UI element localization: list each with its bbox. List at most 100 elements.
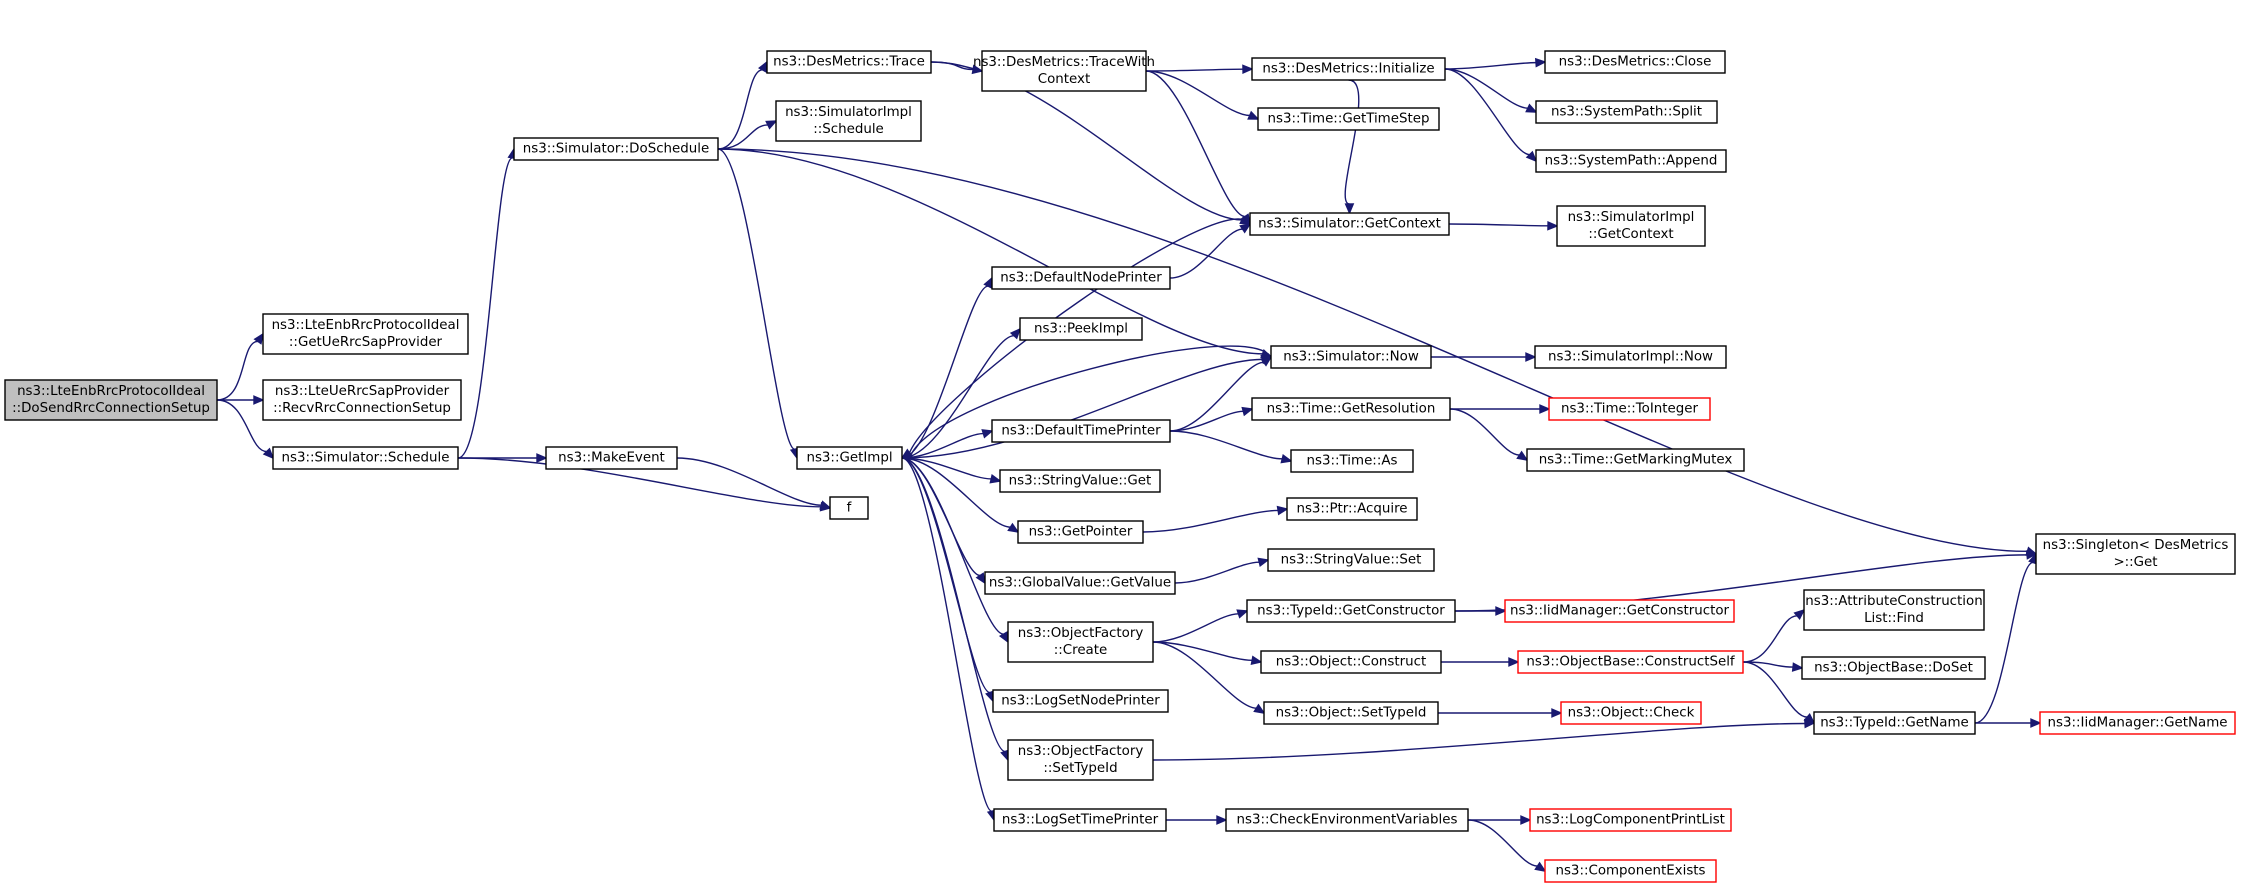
node-iidgetctor[interactable]: ns3::IidManager::GetConstructor: [1504, 599, 1735, 623]
node-ofsettypeid[interactable]: ns3::ObjectFactory::SetTypeId: [1007, 739, 1154, 781]
node-objconstruct[interactable]: ns3::Object::Construct: [1260, 650, 1442, 674]
node-doschedule[interactable]: ns3::Simulator::DoSchedule: [513, 137, 719, 161]
edge-simnow-to-getimpl: [900, 345, 1272, 461]
node-f[interactable]: f: [829, 496, 869, 520]
edge-getimpl-to-defaultnode: [901, 276, 993, 459]
node-box: [1267, 548, 1435, 572]
node-logsetnode[interactable]: ns3::LogSetNodePrinter: [992, 689, 1169, 713]
node-label: ns3::Object::SetTypeId: [1276, 706, 1427, 721]
node-label: ns3::Time::GetMarkingMutex: [1539, 453, 1733, 468]
node-doset[interactable]: ns3::ObjectBase::DoSet: [1801, 656, 1986, 680]
node-implnow[interactable]: ns3::SimulatorImpl::Now: [1534, 345, 1727, 369]
node-trace[interactable]: ns3::DesMetrics::Trace: [766, 50, 932, 74]
node-box: [1019, 317, 1143, 341]
node-label: ns3::Singleton< DesMetrics: [2043, 538, 2229, 553]
node-getres[interactable]: ns3::Time::GetResolution: [1251, 397, 1451, 421]
node-label: ns3::Object::Construct: [1276, 655, 1427, 670]
node-implgetcontext[interactable]: ns3::SimulatorImpl::GetContext: [1556, 205, 1706, 247]
node-checkenv[interactable]: ns3::CheckEnvironmentVariables: [1225, 808, 1469, 832]
node-singletonget[interactable]: ns3::Singleton< DesMetrics >::Get: [2035, 533, 2236, 575]
node-label: ns3::LteUeRrcSapProvider: [275, 384, 450, 399]
node-typeidgetctor[interactable]: ns3::TypeId::GetConstructor: [1246, 599, 1456, 623]
node-append[interactable]: ns3::SystemPath::Append: [1535, 149, 1727, 173]
node-compexists[interactable]: ns3::ComponentExists: [1544, 859, 1717, 883]
edge-arrowhead: [819, 500, 832, 510]
edge-doschedule-to-simnow: [717, 148, 1273, 359]
edge-getimpl-to-strget: [901, 457, 1002, 484]
node-initialize[interactable]: ns3::DesMetrics::Initialize: [1251, 57, 1446, 81]
node-defaulttime[interactable]: ns3::DefaultTimePrinter: [991, 419, 1171, 443]
edge-arrowhead: [900, 450, 913, 461]
node-getpointer[interactable]: ns3::GetPointer: [1017, 520, 1144, 544]
edge-line: [457, 457, 822, 508]
edge-arrowhead: [253, 332, 265, 345]
node-ofcreate[interactable]: ns3::ObjectFactory::Create: [1007, 621, 1154, 663]
node-box: [766, 50, 932, 74]
node-label: ns3::DesMetrics::Close: [1559, 55, 1712, 70]
edge-line: [901, 457, 991, 694]
node-simnow[interactable]: ns3::Simulator::Now: [1270, 345, 1432, 369]
node-makeevent[interactable]: ns3::MakeEvent: [545, 446, 678, 470]
node-strset[interactable]: ns3::StringValue::Set: [1267, 548, 1435, 572]
node-label: ns3::MakeEvent: [558, 451, 665, 466]
node-box: [1560, 701, 1702, 725]
node-label: ns3::LogSetTimePrinter: [1002, 813, 1159, 828]
node-label: ::RecvRrcConnectionSetup: [273, 401, 451, 416]
node-label: ns3::ObjectBase::ConstructSelf: [1526, 655, 1735, 670]
node-getcontext[interactable]: ns3::Simulator::GetContext: [1249, 212, 1450, 236]
node-box: [991, 419, 1171, 443]
node-defaultnode[interactable]: ns3::DefaultNodePrinter: [991, 266, 1171, 290]
node-markingmutex[interactable]: ns3::Time::GetMarkingMutex: [1526, 448, 1745, 472]
edge-arrowhead: [989, 474, 1002, 484]
node-getimpl[interactable]: ns3::GetImpl: [796, 446, 903, 470]
edge-line: [1444, 68, 1530, 156]
node-simschedule[interactable]: ns3::Simulator::Schedule: [272, 446, 459, 470]
node-box: [262, 379, 462, 421]
edge-arrowhead: [1260, 355, 1273, 367]
node-logsettime[interactable]: ns3::LogSetTimePrinter: [993, 808, 1167, 832]
edge-defaulttime-to-timeas: [1169, 430, 1293, 464]
edge-line: [676, 457, 822, 506]
edge-line: [717, 148, 796, 450]
node-box: [1270, 345, 1432, 369]
node-ptracquire[interactable]: ns3::Ptr::Acquire: [1286, 497, 1418, 521]
node-constructself[interactable]: ns3::ObjectBase::ConstructSelf: [1517, 650, 1744, 674]
node-iidgetname[interactable]: ns3::IidManager::GetName: [2039, 711, 2236, 735]
edge-line: [717, 148, 1263, 355]
node-label: ns3::SimulatorImpl: [1568, 210, 1695, 225]
edge-typeidgetname-to-singletonget: [1974, 552, 2038, 724]
node-root[interactable]: ns3::LteEnbRrcProtocolIdeal::DoSendRrcCo…: [4, 379, 218, 421]
node-label: ns3::Time::GetResolution: [1267, 402, 1436, 417]
edge-line: [1742, 661, 1794, 668]
node-box: [1534, 345, 1727, 369]
edge-arrowhead: [1253, 703, 1266, 714]
node-objsettypeid[interactable]: ns3::Object::SetTypeId: [1263, 701, 1439, 725]
node-typeidgetname[interactable]: ns3::TypeId::GetName: [1813, 711, 1976, 735]
node-close[interactable]: ns3::DesMetrics::Close: [1544, 50, 1726, 74]
node-box: [2035, 533, 2236, 575]
node-label: ns3::ObjectBase::DoSet: [1814, 661, 1973, 676]
node-getuerrc[interactable]: ns3::LteEnbRrcProtocolIdeal::GetUeRrcSap…: [262, 313, 469, 355]
node-globalgetvalue[interactable]: ns3::GlobalValue::GetValue: [984, 571, 1176, 595]
node-timeas[interactable]: ns3::Time::As: [1290, 449, 1414, 473]
edge-makeevent-to-f: [676, 457, 832, 510]
node-peekimpl[interactable]: ns3::PeekImpl: [1019, 317, 1143, 341]
node-logcompprint[interactable]: ns3::LogComponentPrintList: [1529, 808, 1732, 832]
node-box: [1801, 656, 1986, 680]
node-split[interactable]: ns3::SystemPath::Split: [1535, 100, 1718, 124]
node-box: [1529, 808, 1732, 832]
edge-ofcreate-to-objconstruct: [1152, 641, 1263, 666]
node-label: ns3::SystemPath::Split: [1551, 105, 1702, 120]
node-strget[interactable]: ns3::StringValue::Get: [999, 469, 1161, 493]
node-gettimestep[interactable]: ns3::Time::GetTimeStep: [1257, 107, 1440, 131]
node-label: ns3::LteEnbRrcProtocolIdeal: [272, 318, 460, 333]
node-implschedule[interactable]: ns3::SimulatorImpl::Schedule: [775, 100, 922, 142]
node-objcheck[interactable]: ns3::Object::Check: [1560, 701, 1702, 725]
node-label: ns3::Simulator::Now: [1283, 350, 1419, 365]
node-label: ns3::Time::GetTimeStep: [1268, 112, 1430, 127]
edge-arrowhead: [1250, 655, 1263, 666]
node-tointeger[interactable]: ns3::Time::ToInteger: [1548, 397, 1711, 421]
node-recvrrc[interactable]: ns3::LteUeRrcSapProvider::RecvRrcConnect…: [262, 379, 462, 421]
